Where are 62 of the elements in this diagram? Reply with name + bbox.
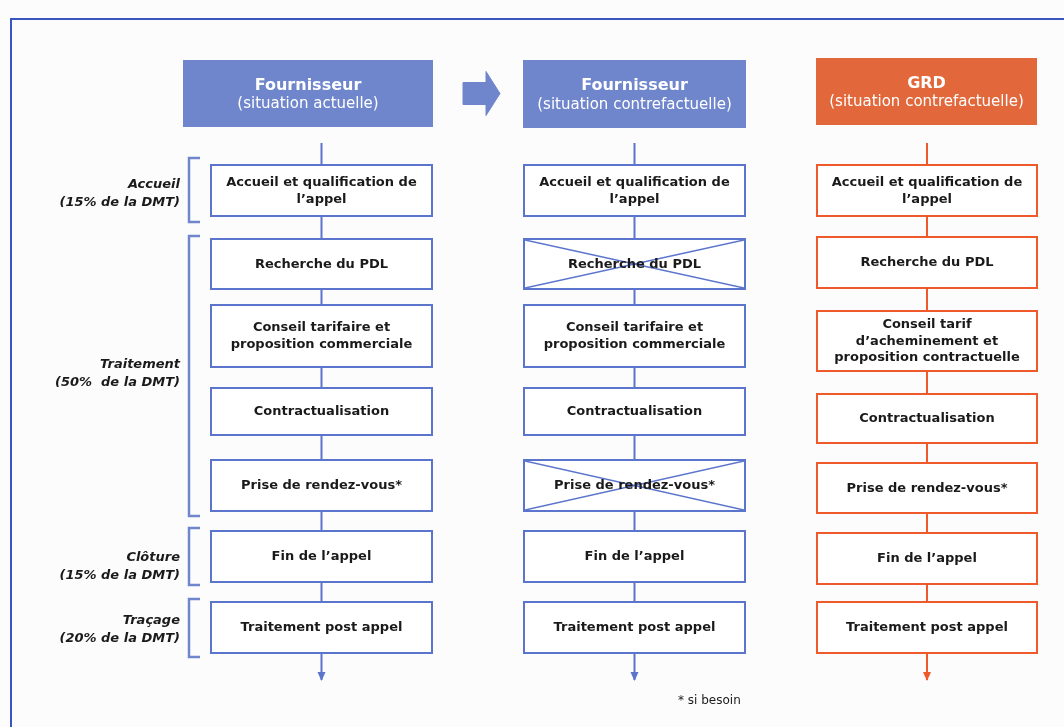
process-box: Accueil et qualification de l’appel: [523, 164, 746, 217]
process-box: Traitement post appel: [523, 601, 746, 654]
connector-line: [320, 511, 323, 531]
process-box: Prise de rendez-vous*: [816, 462, 1038, 514]
connector-line: [633, 289, 636, 305]
process-box: Conseil tarifaire et proposition commerciale: [523, 304, 746, 368]
connector-line: [926, 371, 928, 394]
connector-line: [320, 582, 323, 602]
header-title: Fournisseur: [581, 75, 688, 95]
process-box: Recherche du PDL: [210, 238, 433, 290]
header-title: Fournisseur: [254, 74, 362, 95]
process-box: Accueil et qualification de l’appel: [816, 164, 1038, 217]
connector-line: [633, 216, 636, 239]
process-box: Conseil tarifaire et proposition commerciale: [210, 304, 433, 368]
process-box: Fin de l’appel: [816, 532, 1038, 585]
process-box: Traitement post appel: [210, 601, 433, 654]
column-header: [183, 60, 433, 127]
process-box: Contractualisation: [523, 387, 746, 436]
header-subtitle: (situation contrefactuelle): [829, 92, 1024, 111]
connector-line: [320, 142, 323, 165]
connector-line: [320, 435, 323, 460]
connector-line: [926, 142, 928, 165]
phase-label: Clôture: [126, 549, 180, 566]
connector-line: [633, 582, 636, 602]
arrow: [317, 653, 326, 681]
connector-line: [320, 367, 323, 388]
phase-label: Traçage: [122, 612, 180, 629]
connector-line: [320, 216, 323, 239]
connector-line: [926, 288, 928, 311]
process-box: Fin de l’appel: [210, 530, 433, 583]
process-box: Fin de l’appel: [523, 530, 746, 583]
header-subtitle: (situation actuelle): [237, 94, 379, 113]
phase-label: Traitement: [100, 356, 180, 373]
phase-label: Accueil: [127, 176, 180, 193]
phase-label: (15% de la DMT): [59, 567, 180, 584]
arrow: [630, 653, 639, 681]
phase-label: (50% de la DMT): [54, 374, 180, 391]
connector-line: [633, 511, 636, 531]
block-arrow: [462, 71, 501, 116]
connector-line: [320, 289, 323, 305]
connector-line: [633, 367, 636, 388]
connector-line: [926, 216, 928, 237]
connector-line: [926, 584, 928, 602]
connector-line: [633, 435, 636, 460]
column-header: [523, 60, 746, 128]
process-box: Prise de rendez-vous*: [210, 459, 433, 512]
connector-line: [926, 443, 928, 463]
connector-line: [633, 142, 636, 165]
phase-label: (15% de la DMT): [59, 194, 180, 211]
process-box: Conseil tarif d’acheminement et proposition contractuelle: [816, 310, 1038, 372]
phase-label: (20% de la DMT): [59, 630, 180, 647]
process-box: Accueil et qualification de l’appel: [210, 164, 433, 217]
arrow: [923, 653, 931, 681]
header-title: GRD: [907, 72, 946, 93]
process-box: Contractualisation: [816, 393, 1038, 444]
process-box: Contractualisation: [210, 387, 433, 436]
process-box: Recherche du PDL: [816, 236, 1038, 289]
connector-line: [926, 513, 928, 533]
header-subtitle: (situation contrefactuelle): [537, 94, 732, 113]
footnote: * si besoin: [678, 693, 741, 709]
process-box: Traitement post appel: [816, 601, 1038, 654]
column-header: [816, 58, 1037, 125]
